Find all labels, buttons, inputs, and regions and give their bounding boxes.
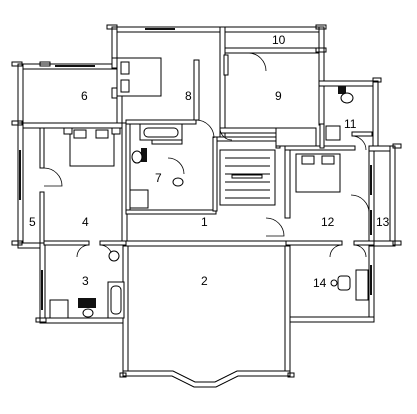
room-label-9: 9 <box>275 89 282 103</box>
room-label-2: 2 <box>201 274 208 288</box>
room-label-13: 13 <box>376 215 390 229</box>
room-label-5: 5 <box>29 215 36 229</box>
windows <box>19 28 372 310</box>
log-ends <box>11 24 402 378</box>
room-label-10: 10 <box>272 33 286 47</box>
room-label-12: 12 <box>321 215 335 229</box>
furniture <box>49 57 369 319</box>
room-label-6: 6 <box>81 89 88 103</box>
room-label-3: 3 <box>82 274 89 288</box>
room-label-11: 11 <box>344 117 357 131</box>
room-label-8: 8 <box>185 89 192 103</box>
walls <box>17 26 396 388</box>
room-label-4: 4 <box>82 215 89 229</box>
room-label-7: 7 <box>155 171 162 185</box>
room-label-1: 1 <box>201 215 208 229</box>
room-label-14: 14 <box>313 276 327 290</box>
